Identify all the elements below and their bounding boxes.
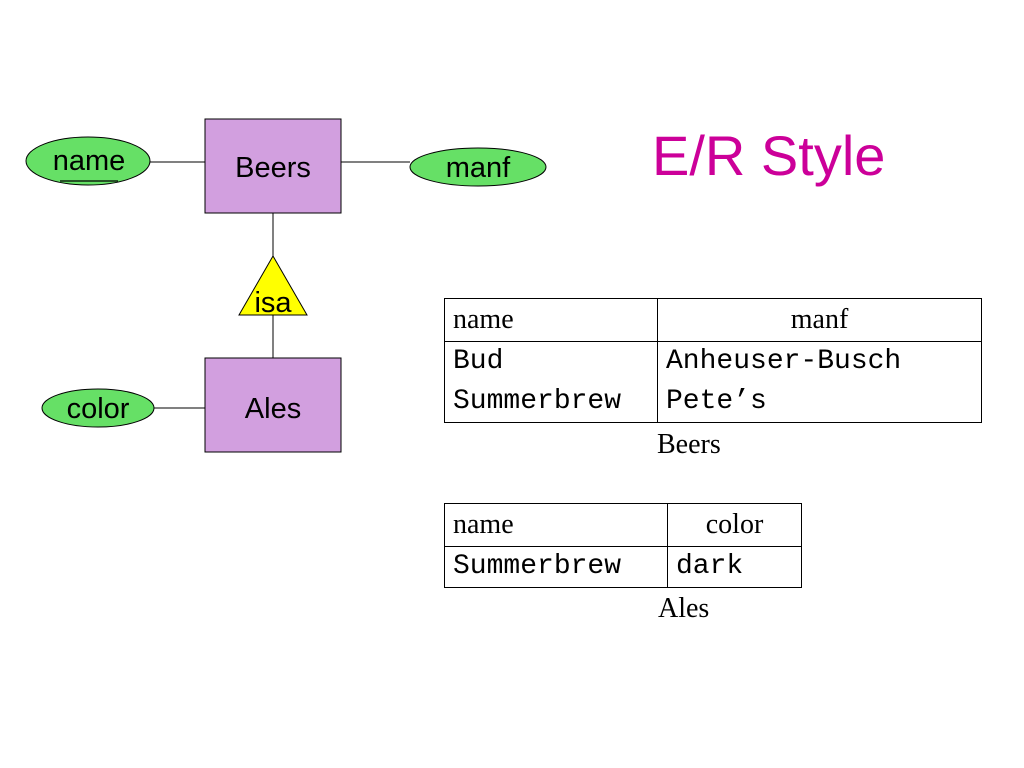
table-cell: Summerbrew — [453, 551, 622, 582]
entity-box — [204, 357, 342, 453]
table-cell: Pete’s — [657, 382, 982, 423]
attribute-name: name — [25, 136, 151, 186]
beers-table-caption: Beers — [657, 429, 721, 460]
attribute-oval — [41, 388, 155, 428]
attribute-label: color — [67, 393, 130, 425]
entity-label: Ales — [245, 393, 301, 425]
attribute-oval — [25, 136, 151, 186]
column-header: manf — [657, 298, 982, 342]
attribute-manf: manf — [409, 147, 547, 187]
beers-table: name manf Bud Anheuser-Busch Summerbrew … — [444, 298, 982, 423]
table-cell: dark — [667, 546, 802, 588]
table-cell: Anheuser-Busch — [657, 341, 982, 382]
entity-label: Beers — [235, 152, 311, 184]
table-row: Bud Anheuser-Busch — [445, 341, 982, 382]
table-cell: Bud — [453, 346, 504, 377]
isa-label: isa — [254, 287, 292, 319]
attribute-oval — [409, 147, 547, 187]
table-header-row: name color — [444, 503, 802, 547]
attribute-label: name — [53, 145, 126, 177]
entity-box — [204, 118, 342, 214]
ales-table-caption: Ales — [658, 593, 710, 624]
isa-triangle — [238, 254, 308, 316]
slide-title: E/R Style — [652, 124, 886, 187]
attribute-color: color — [41, 388, 155, 428]
table-cell: Summerbrew — [453, 386, 622, 417]
isa-relationship: isa — [238, 254, 308, 319]
table-row: Summerbrew Pete’s — [445, 382, 982, 423]
ales-table: name color Summerbrew dark — [444, 503, 802, 588]
table-header-row: name manf — [444, 298, 982, 342]
table-row: Summerbrew dark — [445, 546, 802, 588]
er-diagram: Beers Ales name manf color isa — [25, 118, 547, 453]
column-header: name — [444, 503, 668, 547]
entity-ales: Ales — [204, 357, 342, 453]
entity-beers: Beers — [204, 118, 342, 214]
attribute-label: manf — [446, 152, 511, 184]
column-header: color — [667, 503, 802, 547]
column-header: name — [444, 298, 658, 342]
